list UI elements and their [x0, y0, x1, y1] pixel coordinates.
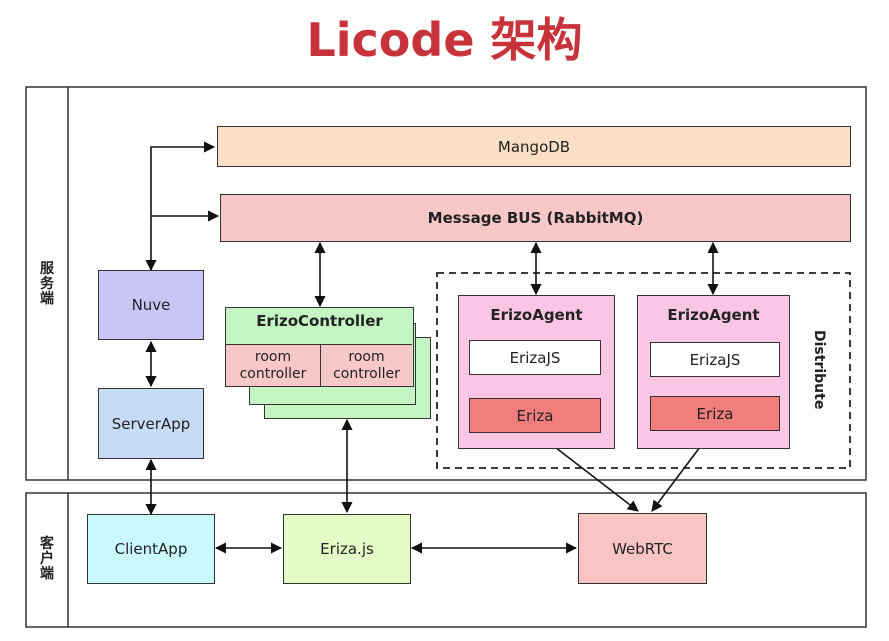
- room-controller-1: room controller: [226, 344, 321, 386]
- erizo-agent-1-label: ErizoAgent: [490, 306, 583, 324]
- nuve-to-mangodb-arrow: [145, 141, 216, 272]
- message-bus-box: Message BUS (RabbitMQ): [220, 194, 851, 242]
- nuve-box: Nuve: [98, 270, 204, 340]
- mangodb-box: MangoDB: [217, 126, 851, 167]
- serverapp-box: ServerApp: [98, 388, 204, 459]
- erizo-agent-1: ErizoAgent ErizaJS Eriza: [458, 295, 615, 449]
- distribute-label: Distribute: [811, 330, 827, 410]
- server-section-frame: [25, 86, 867, 481]
- webrtc-box: WebRTC: [578, 513, 707, 584]
- distribute-region: [436, 272, 851, 469]
- erizo-controller-box: ErizoController room controller room con…: [225, 307, 414, 387]
- erizajs-1-box: ErizaJS: [469, 340, 601, 375]
- server-section-label: 服务端: [40, 261, 54, 307]
- eriza-1-box: Eriza: [469, 398, 601, 433]
- client-section-label: 客户端: [40, 536, 54, 582]
- clientapp-box: ClientApp: [87, 514, 215, 584]
- room-controller-2: room controller: [321, 344, 412, 386]
- eriza-2-box: Eriza: [650, 396, 780, 431]
- erizo-agent-2-label: ErizoAgent: [667, 306, 760, 324]
- diagram-title: Licode 架构: [306, 13, 583, 67]
- erizajs-client-box: Eriza.js: [283, 514, 411, 584]
- erizo-controller-label: ErizoController: [256, 312, 383, 330]
- erizajs-2-box: ErizaJS: [650, 342, 780, 377]
- erizo-agent-2: ErizoAgent ErizaJS Eriza: [637, 295, 790, 449]
- client-section-frame: [25, 492, 867, 628]
